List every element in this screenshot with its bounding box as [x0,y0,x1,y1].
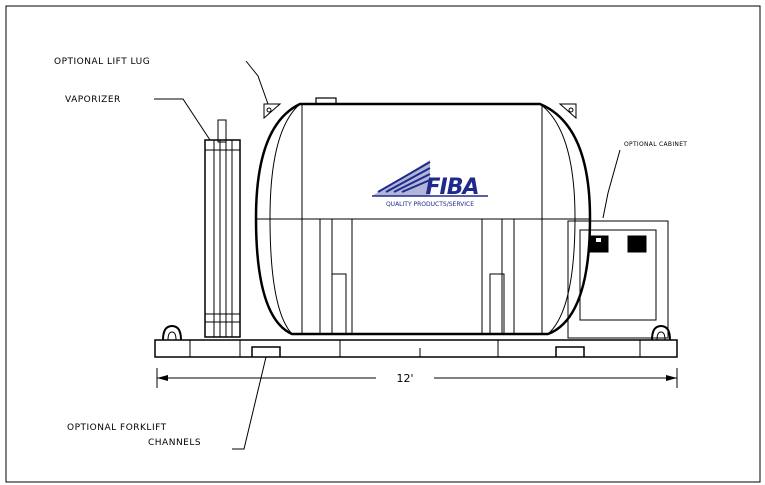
cabinet [567,220,669,339]
dimension-label: 12' [396,372,413,385]
storage-tank [254,97,592,336]
label-cabinet: OPTIONAL CABINET [624,141,687,148]
fiba-logo: FIBA QUALITY PRODUCTS/SERVICE [372,160,488,208]
label-forklift-line2: CHANNELS [148,438,201,448]
logo-tagline: QUALITY PRODUCTS/SERVICE [386,201,474,208]
dimension-line [156,368,678,388]
leader-lines [154,60,621,450]
skid-base [154,324,678,358]
logo-brand: FIBA [425,175,478,200]
drawing-border [5,5,761,483]
label-forklift-line1: OPTIONAL FORKLIFT [67,423,167,433]
vaporizer [204,119,241,338]
label-vaporizer: VAPORIZER [65,95,121,105]
label-lift-lug: OPTIONAL LIFT LUG [54,57,150,67]
